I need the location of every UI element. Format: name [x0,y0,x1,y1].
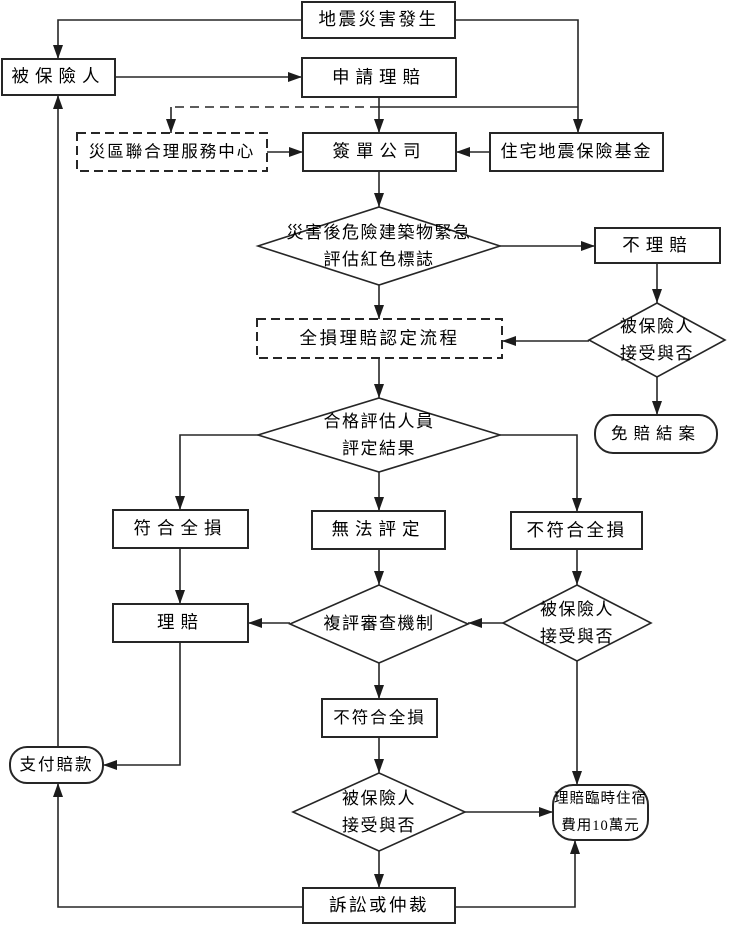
node-signing-company-shape [302,132,457,172]
node-litigation-shape [302,887,456,924]
node-review-mechanism-shape [288,584,470,664]
node-accept-or-not-2-label: 被保險人 接受與否 [540,599,614,646]
node-not-meet-total-loss-1-label: 不符合全損 [526,519,627,540]
node-payment-label: 支付賠款 [19,755,94,775]
node-red-tag-assessment-label: 災害後危險建築物緊急 評估紅色標誌 [286,222,472,269]
node-not-meet-total-loss-1-shape [510,511,643,550]
node-close-case-label: 免賠結案 [611,424,701,444]
node-cannot-assess-shape [311,510,446,550]
node-total-loss-process-shape [256,318,503,359]
node-temp-lodging-shape [552,784,649,841]
node-no-claim-shape [594,227,721,264]
node-litigation-label: 訴訟或仲裁 [329,894,429,915]
node-claim-label: 理賠 [157,612,204,633]
edge-assessment-to-not-meet1 [500,434,582,512]
node-accept-or-not-1-label: 被保險人 接受與否 [620,316,694,363]
edge-litigation-to-payment [53,783,303,908]
node-assessment-result-label: 合格評估人員 評定結果 [323,411,435,458]
node-fund-shape [489,132,664,172]
node-cannot-assess-label: 無法評定 [331,519,426,540]
node-fund-label: 住宅地震保險基金 [500,141,653,161]
node-signing-company-label: 簽單公司 [332,141,427,162]
node-insured-shape [1,58,116,96]
edge-earthquake-to-fund [455,19,583,133]
node-earthquake-shape [301,1,456,39]
edge-assessment-to-meet-total [175,434,258,510]
node-accept-or-not-3-shape [291,772,467,852]
node-meet-total-loss-label: 符合全損 [133,518,228,539]
node-earthquake-label: 地震災害發生 [318,9,439,30]
node-temp-lodging-label: 理賠臨時住宿 費用10萬元 [554,791,647,834]
node-service-center-shape [76,132,268,172]
node-meet-total-loss-shape [112,509,249,549]
node-insured-label: 被保險人 [11,66,106,87]
node-accept-or-not-2-shape [501,584,653,662]
node-accept-or-not-3-label: 被保險人 接受與否 [342,788,416,835]
node-assessment-result-shape [255,397,503,473]
node-close-case-shape [594,414,718,454]
node-accept-or-not-1-shape [587,302,727,378]
node-no-claim-label: 不理賠 [622,234,693,255]
node-apply-claim-shape [301,57,457,98]
node-red-tag-assessment-shape [255,206,503,286]
node-review-mechanism-label: 複評審查機制 [323,614,435,634]
node-not-meet-total-loss-2-label: 不符合全損 [333,708,426,728]
node-claim-shape [112,603,249,643]
node-apply-claim-label: 申請理賠 [332,66,426,87]
edge-claim-to-payment [103,642,181,770]
node-payment-shape [9,746,104,784]
edge-earthquake-to-insured [53,19,302,59]
edge-litigation-to-temp-lodging [455,840,580,908]
node-total-loss-process-label: 全損理賠認定流程 [299,327,460,348]
node-not-meet-total-loss-2-shape [321,698,438,738]
node-service-center-label: 災區聯合理服務中心 [88,142,256,162]
